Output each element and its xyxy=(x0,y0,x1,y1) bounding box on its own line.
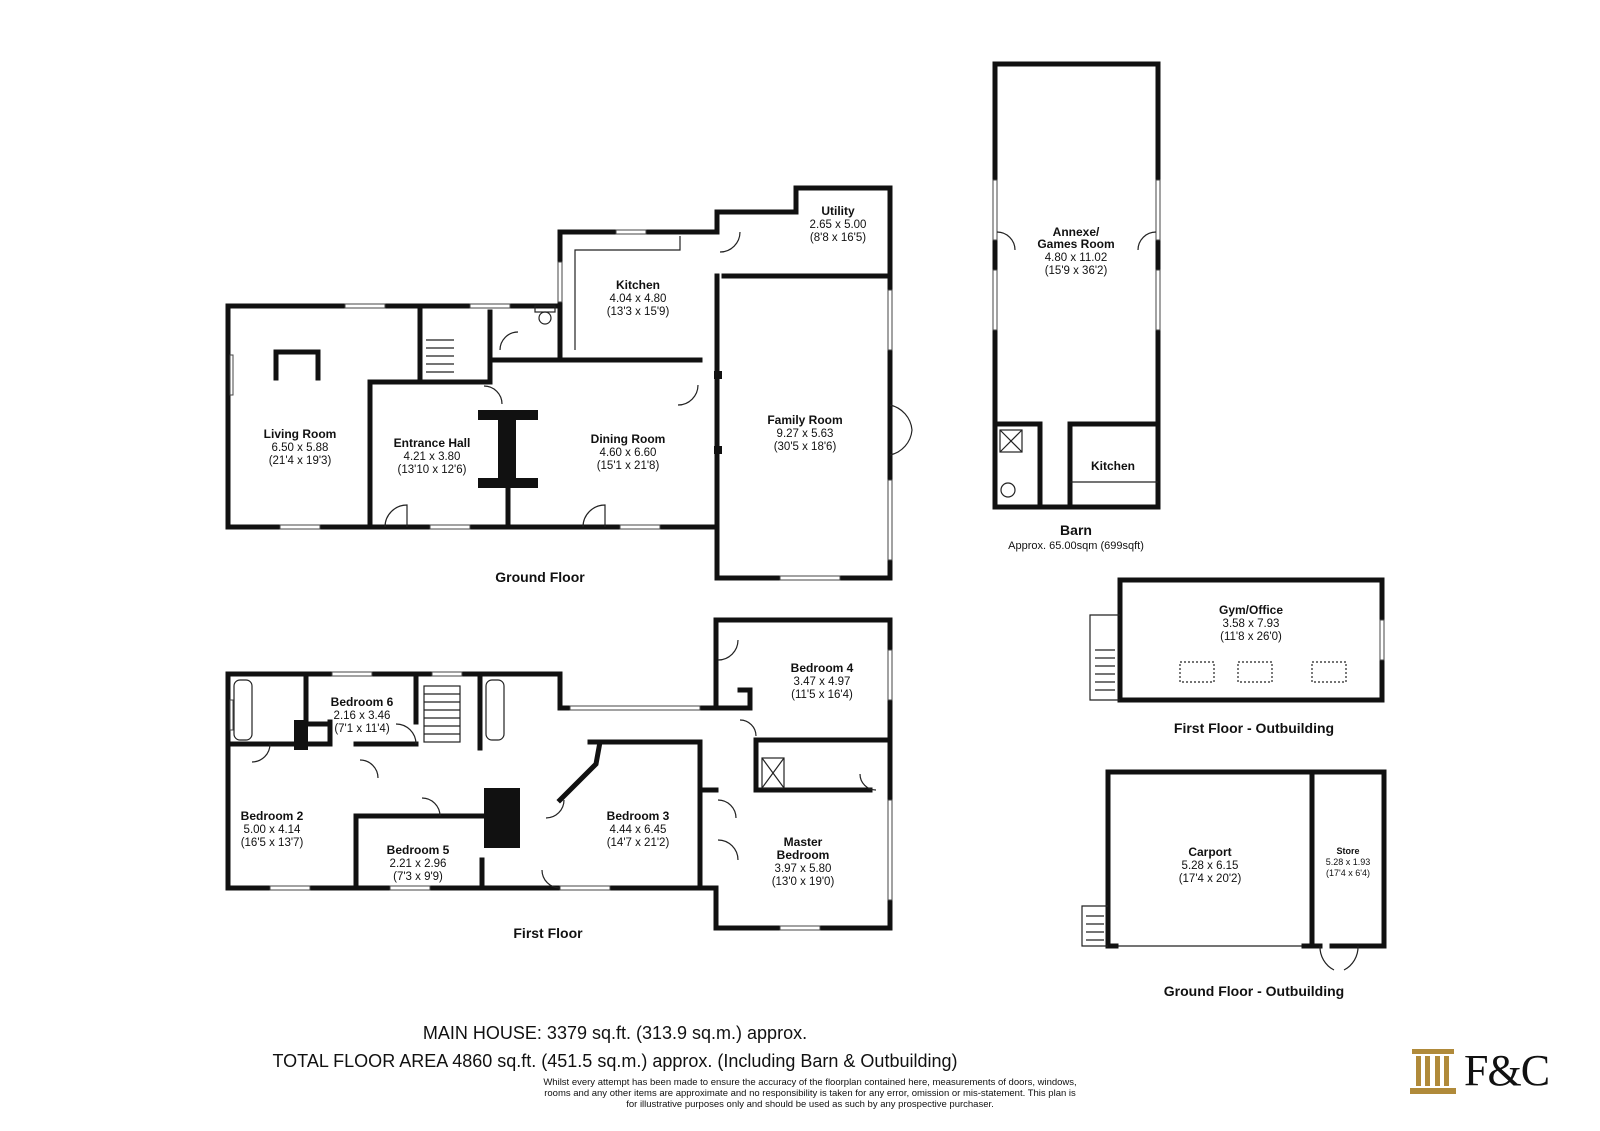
svg-text:(21'4 x 19'3): (21'4 x 19'3) xyxy=(269,455,332,467)
svg-text:(13'0 x 19'0): (13'0 x 19'0) xyxy=(772,876,835,888)
svg-text:(16'5 x 13'7): (16'5 x 13'7) xyxy=(241,837,304,849)
svg-text:Games Room: Games Room xyxy=(1037,237,1114,251)
svg-text:(8'8 x 16'5): (8'8 x 16'5) xyxy=(810,232,866,244)
svg-text:3.97 x 5.80: 3.97 x 5.80 xyxy=(775,863,832,875)
room-label-bedroom6: Bedroom 6 2.16 x 3.46 (7'1 x 11'4) xyxy=(331,695,394,735)
main-house-area: MAIN HOUSE: 3379 sq.ft. (313.9 sq.m.) ap… xyxy=(422,1023,808,1043)
svg-text:5.28 x 6.15: 5.28 x 6.15 xyxy=(1182,860,1239,872)
disclaimer-text: Whilst every attempt has been made to en… xyxy=(543,1077,1077,1110)
svg-text:4.21 x 3.80: 4.21 x 3.80 xyxy=(404,451,461,463)
svg-text:(15'1 x 21'8): (15'1 x 21'8) xyxy=(597,460,660,472)
room-label-bedroom2: Bedroom 2 5.00 x 4.14 (16'5 x 13'7) xyxy=(241,809,304,849)
svg-text:(13'10 x 12'6): (13'10 x 12'6) xyxy=(398,464,467,476)
svg-text:Bedroom 6: Bedroom 6 xyxy=(331,695,394,709)
svg-text:(13'3 x 15'9): (13'3 x 15'9) xyxy=(607,306,670,318)
svg-text:(30'5 x 18'6): (30'5 x 18'6) xyxy=(774,441,837,453)
svg-text:4.44 x 6.45: 4.44 x 6.45 xyxy=(610,824,667,836)
room-label-master: Master Bedroom 3.97 x 5.80 (13'0 x 19'0) xyxy=(772,835,835,888)
first-floor-label: First Floor xyxy=(513,925,583,941)
svg-text:Kitchen: Kitchen xyxy=(616,278,660,292)
barn-plan xyxy=(992,61,1161,510)
svg-text:Bedroom 2: Bedroom 2 xyxy=(241,809,304,823)
svg-text:(11'8 x 26'0): (11'8 x 26'0) xyxy=(1220,631,1282,643)
ground-floor-label: Ground Floor xyxy=(495,569,585,585)
fc-logo: F&C xyxy=(1408,1045,1568,1099)
room-label-carport: Carport 5.28 x 6.15 (17'4 x 20'2) xyxy=(1179,845,1242,885)
svg-text:Bedroom: Bedroom xyxy=(777,848,830,862)
svg-text:Dining Room: Dining Room xyxy=(591,432,666,446)
fireplace xyxy=(273,349,321,381)
column-pillar-icon xyxy=(1410,1049,1456,1094)
svg-text:(7'3 x 9'9): (7'3 x 9'9) xyxy=(393,871,443,883)
ground-floor-plan xyxy=(225,185,913,581)
svg-text:2.16 x 3.46: 2.16 x 3.46 xyxy=(334,710,391,722)
svg-text:Utility: Utility xyxy=(821,204,855,218)
svg-text:(11'5 x 16'4): (11'5 x 16'4) xyxy=(791,689,853,701)
room-label-family: Family Room 9.27 x 5.63 (30'5 x 18'6) xyxy=(767,413,842,453)
barn-title: Barn xyxy=(1060,522,1092,538)
room-label-gym: Gym/Office 3.58 x 7.93 (11'8 x 26'0) xyxy=(1219,603,1283,643)
gym-office-plan xyxy=(1089,577,1385,703)
svg-text:4.60 x 6.60: 4.60 x 6.60 xyxy=(600,447,657,459)
svg-text:Bedroom 3: Bedroom 3 xyxy=(607,809,670,823)
svg-text:Gym/Office: Gym/Office xyxy=(1219,603,1283,617)
svg-text:(7'1 x 11'4): (7'1 x 11'4) xyxy=(334,723,389,735)
carport-store-plan xyxy=(1081,769,1387,971)
svg-text:2.21 x 2.96: 2.21 x 2.96 xyxy=(390,858,447,870)
room-label-annexe: Annexe/ Games Room 4.80 x 11.02 (15'9 x … xyxy=(1037,225,1114,277)
svg-text:Store: Store xyxy=(1336,846,1359,856)
svg-text:3.58 x 7.93: 3.58 x 7.93 xyxy=(1223,618,1280,630)
barn-area: Approx. 65.00sqm (699sqft) xyxy=(1008,540,1144,552)
room-label-bedroom3: Bedroom 3 4.44 x 6.45 (14'7 x 21'2) xyxy=(607,809,670,849)
svg-text:4.04 x 4.80: 4.04 x 4.80 xyxy=(610,293,667,305)
total-floor-area: TOTAL FLOOR AREA 4860 sq.ft. (451.5 sq.m… xyxy=(272,1051,958,1071)
svg-text:5.28 x 1.93: 5.28 x 1.93 xyxy=(1326,857,1371,867)
room-label-living: Living Room 6.50 x 5.88 (21'4 x 19'3) xyxy=(264,427,337,467)
room-label-utility: Utility 2.65 x 5.00 (8'8 x 16'5) xyxy=(810,204,867,244)
room-label-dining: Dining Room 4.60 x 6.60 (15'1 x 21'8) xyxy=(591,432,666,472)
svg-text:(14'7 x 21'2): (14'7 x 21'2) xyxy=(607,837,670,849)
room-label-store: Store 5.28 x 1.93 (17'4 x 6'4) xyxy=(1326,846,1371,878)
stair-void xyxy=(484,788,520,848)
room-label-bedroom5: Bedroom 5 2.21 x 2.96 (7'3 x 9'9) xyxy=(387,843,450,883)
room-label-entrance: Entrance Hall 4.21 x 3.80 (13'10 x 12'6) xyxy=(394,436,471,476)
svg-text:Family Room: Family Room xyxy=(767,413,842,427)
svg-text:Master: Master xyxy=(784,835,823,849)
room-label-kitchen: Kitchen 4.04 x 4.80 (13'3 x 15'9) xyxy=(607,278,670,318)
first-floor-plan xyxy=(225,617,893,931)
svg-text:Bedroom 4: Bedroom 4 xyxy=(791,661,854,675)
room-label-bedroom4: Bedroom 4 3.47 x 4.97 (11'5 x 16'4) xyxy=(791,661,854,701)
svg-text:4.80 x 11.02: 4.80 x 11.02 xyxy=(1045,252,1107,264)
svg-text:Annexe/: Annexe/ xyxy=(1053,225,1100,239)
logo-wordmark: F&C xyxy=(1464,1046,1550,1095)
svg-text:Living Room: Living Room xyxy=(264,427,337,441)
svg-text:(15'9 x 36'2): (15'9 x 36'2) xyxy=(1045,265,1108,277)
first-floor-outbuilding-label: First Floor - Outbuilding xyxy=(1174,720,1334,736)
ground-floor-outbuilding-label: Ground Floor - Outbuilding xyxy=(1164,983,1344,999)
svg-text:6.50 x 5.88: 6.50 x 5.88 xyxy=(272,442,329,454)
svg-text:Entrance Hall: Entrance Hall xyxy=(394,436,471,450)
svg-text:2.65 x 5.00: 2.65 x 5.00 xyxy=(810,219,867,231)
svg-text:5.00 x 4.14: 5.00 x 4.14 xyxy=(244,824,302,836)
svg-text:9.27 x 5.63: 9.27 x 5.63 xyxy=(777,428,834,440)
svg-text:Bedroom 5: Bedroom 5 xyxy=(387,843,450,857)
room-label-barn-kitchen: Kitchen xyxy=(1091,459,1135,473)
chimney-block xyxy=(498,412,516,484)
svg-text:3.47 x 4.97: 3.47 x 4.97 xyxy=(794,676,851,688)
svg-text:Kitchen: Kitchen xyxy=(1091,459,1135,473)
svg-text:(17'4 x 6'4): (17'4 x 6'4) xyxy=(1326,868,1370,878)
svg-text:Carport: Carport xyxy=(1188,845,1231,859)
svg-text:(17'4 x 20'2): (17'4 x 20'2) xyxy=(1179,873,1242,885)
